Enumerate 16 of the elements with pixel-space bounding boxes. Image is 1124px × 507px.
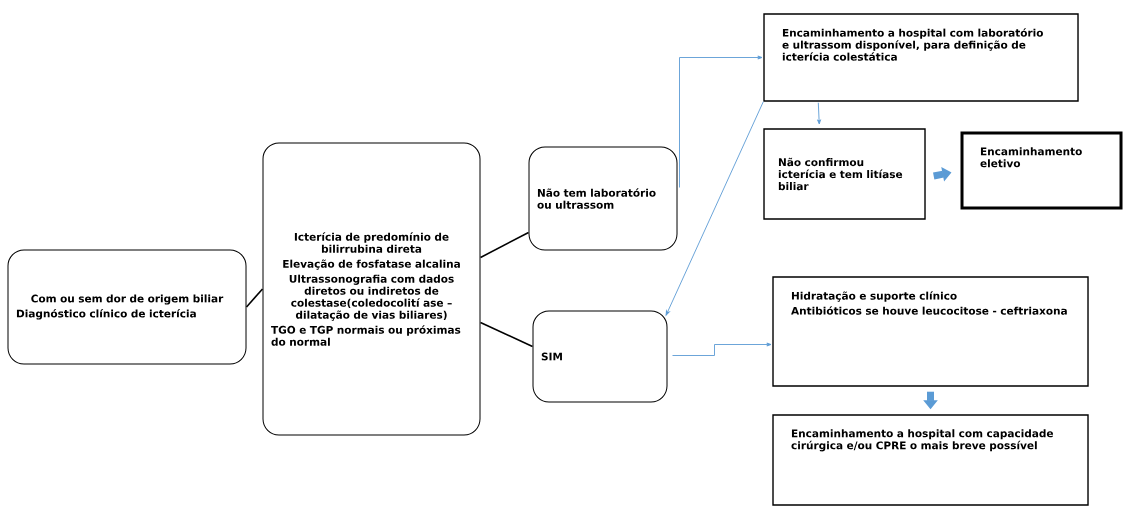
arrow	[672, 342, 772, 356]
process-box: Encaminhamento a hospital com capacidade cirúrgica e/ou CPRE o mais breve possível	[772, 414, 1089, 506]
rounded-box: Não tem laboratório ou ultrassom	[528, 146, 678, 251]
rounded-box: Com ou sem dor de origem biliar Diagnóstico clínico de icterícia	[7, 249, 247, 365]
process-box: Não confirmou icterícia e tem litíase biliar	[763, 128, 926, 220]
process-box: Encaminhamento eletivo	[960, 131, 1123, 210]
connector-line	[479, 321, 534, 348]
connector-line	[479, 231, 530, 259]
arrow	[817, 102, 821, 125]
process-box: Hidratação e suporte clínico Antibióticos se houve leucocitose - ceftriaxona	[772, 276, 1089, 387]
arrow	[679, 55, 763, 188]
connector-line	[245, 288, 264, 308]
arrow	[665, 101, 764, 316]
rounded-box: Icterícia de predomínio de bilirrubina direta Elevação de fosfatase alcalina Ultrassonografia com dados diretos ou indiretos de colestase(coledocolití ase – dilatação de vias biliares) TGO e TGP normais ou próximas do normal	[262, 142, 481, 436]
process-box: Encaminhamento a hospital com laboratório e ultrassom disponível, para definição de icterícia colestática	[763, 13, 1079, 102]
rounded-box: SIM	[532, 310, 668, 403]
